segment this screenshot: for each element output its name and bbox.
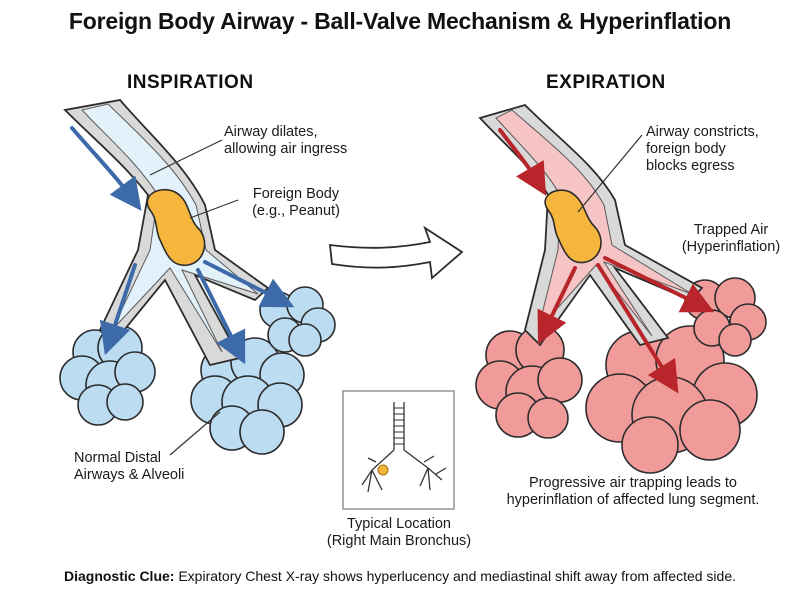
inspiration-airway [59, 99, 336, 456]
air-trapping-caption: Progressive air trapping leads to hyperi… [506, 475, 760, 508]
foreign-body-location-marker [377, 464, 389, 476]
expiration-heading: EXPIRATION [546, 72, 666, 93]
diagnostic-clue-text: Expiratory Chest X-ray shows hyperlucenc… [174, 568, 737, 584]
foreign-body-label: Foreign Body (e.g., Peanut) [252, 186, 340, 219]
diagnostic-clue-label: Diagnostic Clue: [63, 568, 175, 584]
alveoli-cluster-center [190, 337, 305, 455]
airway-dilates-label: Airway dilates, allowing air ingress [224, 124, 348, 157]
trapped-air-label: Trapped Air (Hyperinflation) [681, 222, 781, 255]
location-inset [342, 390, 455, 510]
transition-arrow [328, 225, 464, 280]
diagnostic-clue: Diagnostic Clue: Expiratory Chest X-ray … [0, 568, 800, 584]
inspiration-heading: INSPIRATION [127, 72, 254, 93]
airway-constricts-label: Airway constricts, foreign body blocks e… [646, 124, 759, 174]
trapped-cluster-left [475, 325, 583, 439]
page-title: Foreign Body Airway - Ball-Valve Mechani… [68, 8, 732, 34]
expiration-airway [475, 103, 767, 474]
trapped-cluster-right [684, 277, 767, 357]
normal-alveoli-label: Normal Distal Airways & Alveoli [74, 450, 185, 483]
alveoli-cluster-left [59, 325, 156, 426]
inset-location-label: Typical Location (Right Main Bronchus) [326, 516, 472, 549]
foreign-body-expiration [544, 189, 602, 264]
foreign-body [146, 188, 206, 266]
